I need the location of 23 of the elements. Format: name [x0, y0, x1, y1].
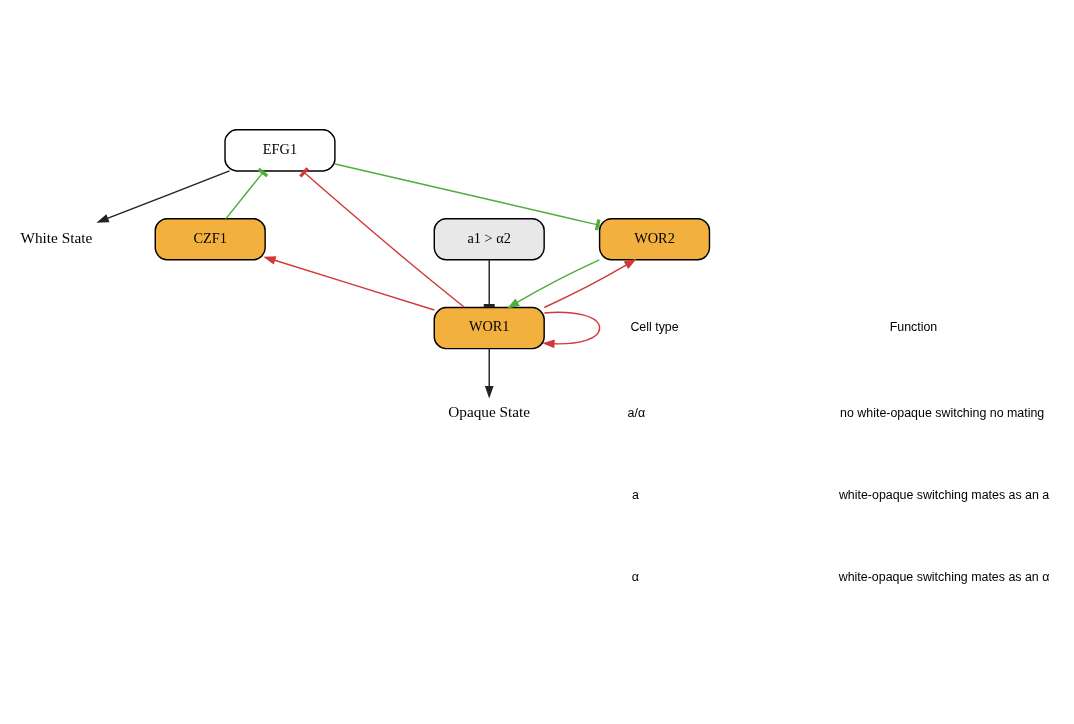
connector — [299, 166, 466, 308]
arrow — [96, 169, 231, 223]
label: white-opaque switching mates as an α — [838, 569, 1050, 584]
arrow — [507, 258, 600, 309]
label: α — [631, 569, 640, 584]
node-text: White State — [20, 228, 93, 246]
label: Function — [889, 319, 938, 334]
label: no white-opaque switching no mating — [840, 405, 1045, 420]
label: a/α — [627, 405, 646, 420]
node-box: WOR1 — [433, 306, 545, 349]
node-box: EFG1 — [224, 128, 336, 172]
arrow — [542, 311, 601, 348]
connector — [225, 167, 269, 219]
node-box: WOR2 — [598, 217, 711, 260]
label: a — [631, 487, 639, 502]
label: white-opaque switching mates as an a — [838, 487, 1050, 502]
node-box: CZF1 — [154, 217, 266, 260]
node-text: Opaque State — [448, 402, 531, 420]
label: Cell type — [630, 319, 679, 334]
arrow — [484, 347, 494, 399]
node-box: a1 > α2 — [433, 217, 545, 260]
arrow — [543, 258, 637, 308]
arrow — [263, 255, 435, 311]
